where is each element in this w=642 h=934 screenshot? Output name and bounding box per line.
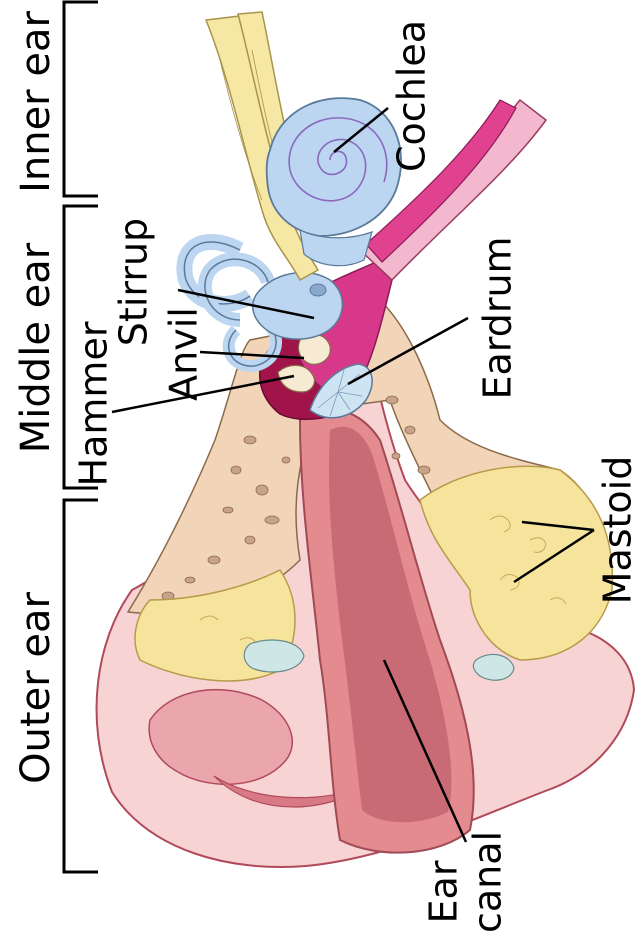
label-ear-canal-line2: canal	[466, 831, 510, 933]
vestibule-spot	[310, 284, 326, 296]
bracket-outer-ear	[64, 500, 98, 872]
label-stirrup: Stirrup	[112, 218, 156, 346]
mastoid-air-cell-left	[244, 640, 304, 672]
label-inner-ear: Inner ear	[13, 11, 59, 193]
label-middle-ear: Middle ear	[13, 242, 59, 453]
bracket-inner-ear	[64, 2, 98, 196]
label-anvil: Anvil	[162, 307, 206, 401]
label-eardrum: Eardrum	[476, 236, 520, 399]
vestibule	[253, 273, 343, 340]
mastoid-air-cell-right	[473, 654, 514, 680]
label-outer-ear: Outer ear	[13, 592, 59, 784]
label-ear-canal-line1: Ear	[422, 860, 466, 923]
label-hammer: Hammer	[72, 321, 116, 486]
label-mastoid: Mastoid	[596, 456, 640, 605]
label-cochlea: Cochlea	[390, 20, 434, 172]
cochlea-shape	[267, 98, 401, 236]
